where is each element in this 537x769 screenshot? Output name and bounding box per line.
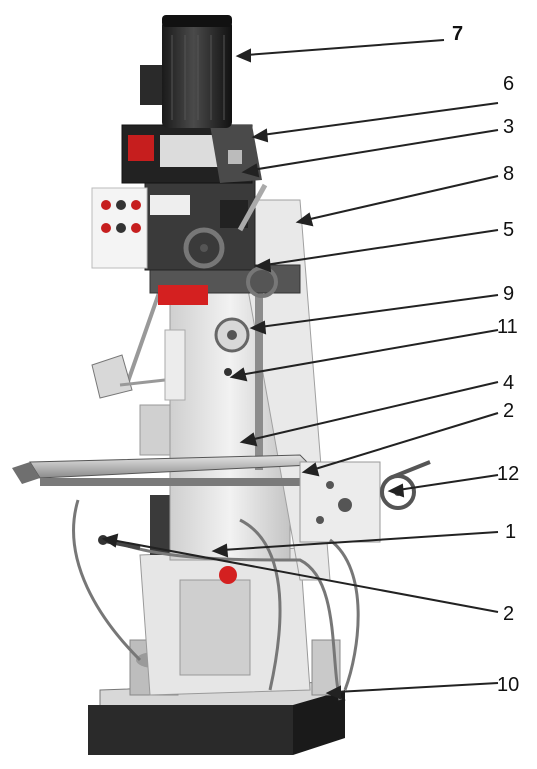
callout-8: 8: [503, 163, 514, 185]
gearbox: [121, 124, 262, 184]
machine-illustration: 7: [12, 15, 431, 755]
leader-line-7: [245, 39, 445, 56]
leader-line-2-bottom: [111, 539, 499, 613]
callout-1: 1: [505, 521, 516, 543]
leader-line-9: [259, 294, 499, 328]
leader-line-5: [264, 229, 499, 266]
control-panel: [91, 187, 148, 269]
leader-arrow-2-bottom: [101, 533, 119, 548]
callout-labels: 7 6 3 8 5 9 11 4 2 12 1 2 10: [452, 23, 519, 696]
leader-arrow-9: [249, 320, 267, 335]
leader-arrow-12: [387, 483, 405, 498]
callout-2-bottom: 2: [503, 603, 514, 625]
callout-3: 3: [503, 116, 514, 138]
leader-line-2-top: [311, 412, 499, 471]
milling-head: [144, 179, 301, 401]
leader-arrow-8: [295, 212, 314, 227]
leader-arrow-2-top: [301, 462, 320, 477]
spindle-motor: [140, 15, 232, 128]
leader-arrow-11: [229, 367, 248, 382]
leader-lines: [101, 39, 499, 700]
leader-arrow-4: [239, 432, 258, 447]
leader-line-12: [397, 474, 499, 491]
leader-arrow-1: [211, 543, 229, 558]
work-table: [12, 454, 381, 543]
callout-10: 10: [497, 674, 519, 696]
callout-7: 7: [452, 23, 463, 45]
leader-line-3: [251, 129, 499, 171]
leader-arrow-10: [325, 685, 341, 700]
callout-9: 9: [503, 283, 514, 305]
leader-line-10: [335, 682, 499, 693]
leader-line-4: [249, 381, 499, 441]
table-handwheel: [380, 460, 431, 510]
leader-arrow-5: [254, 258, 272, 273]
callout-11: 11: [497, 316, 518, 338]
callout-12: 12: [497, 463, 519, 485]
callout-5: 5: [503, 219, 514, 241]
callout-4: 4: [503, 372, 514, 394]
callout-6: 6: [503, 73, 514, 95]
leader-line-1: [221, 531, 499, 551]
leader-arrow-3: [241, 163, 260, 178]
leader-arrow-7: [235, 48, 251, 63]
leader-line-11: [239, 329, 499, 376]
lamp-arm: [91, 289, 166, 399]
cables: [72, 499, 360, 701]
leader-arrow-6: [251, 128, 269, 143]
leader-line-8: [305, 175, 499, 221]
leader-line-6: [261, 102, 499, 136]
callout-2-top: 2: [503, 400, 514, 422]
